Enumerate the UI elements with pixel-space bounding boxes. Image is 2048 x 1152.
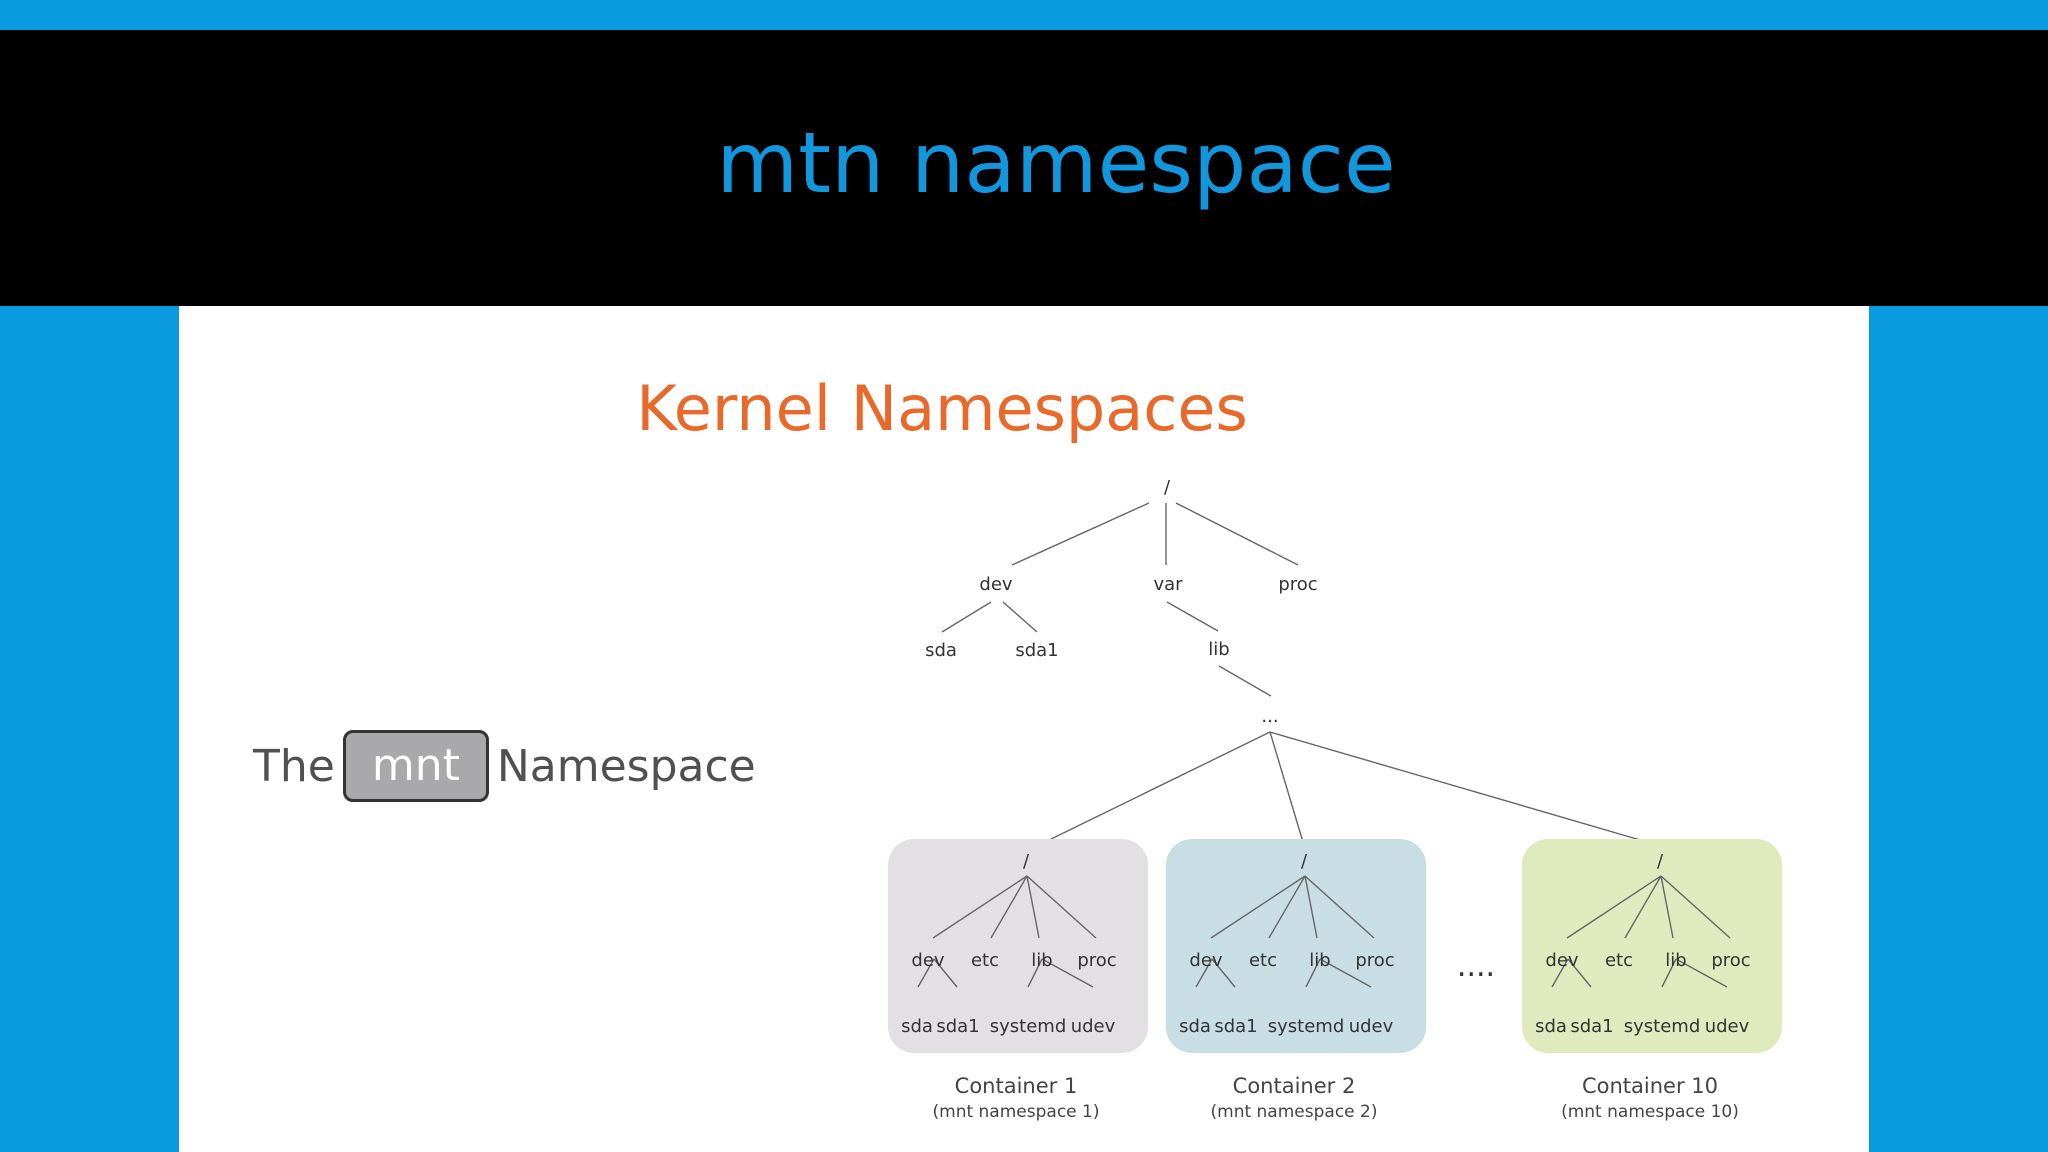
container-lib-label: lib — [1031, 950, 1052, 971]
container-sda1-label: sda1 — [1214, 1016, 1257, 1037]
container-udev-label: udev — [1349, 1016, 1394, 1037]
more-containers-dots: .... — [1457, 949, 1495, 984]
host-lib-label: lib — [1208, 639, 1229, 660]
container-sda-label: sda — [1179, 1016, 1211, 1037]
container-udev-label: udev — [1071, 1016, 1116, 1037]
host-ellipsis-label: ... — [1261, 706, 1278, 727]
diagram-title: Kernel Namespaces — [179, 366, 1869, 452]
container-lib-label: lib — [1309, 950, 1330, 971]
container-caption: Container 10 — [1582, 1074, 1718, 1098]
container-root-label: / — [1023, 851, 1030, 872]
title-bar: mtn namespace — [0, 30, 2048, 306]
container-sda-label: sda — [901, 1016, 933, 1037]
diagram-title-text: Kernel Namespaces — [636, 372, 1248, 445]
container-box — [888, 839, 1148, 1053]
host-sda-label: sda — [925, 640, 957, 661]
container-etc-label: etc — [1249, 950, 1277, 971]
container-proc-label: proc — [1711, 950, 1750, 971]
namespace-tree-diagram: / dev var proc sda sda1 lib ... .... / de… — [888, 477, 1782, 1122]
container-root-label: / — [1657, 851, 1664, 872]
container-dev-label: dev — [1189, 950, 1223, 971]
container-proc-label: proc — [1355, 950, 1394, 971]
mnt-namespace-label: The mnt Namespace — [253, 730, 756, 802]
container-dev-label: dev — [911, 950, 945, 971]
container-sda1-label: sda1 — [936, 1016, 979, 1037]
container-systemd-label: systemd — [990, 1016, 1067, 1037]
host-sda1-label: sda1 — [1015, 640, 1058, 661]
container-root-label: / — [1301, 851, 1308, 872]
container-subcaption: (mnt namespace 2) — [1211, 1102, 1378, 1122]
host-proc-label: proc — [1278, 574, 1317, 595]
mnt-badge: mnt — [342, 730, 489, 802]
container-subcaption: (mnt namespace 1) — [933, 1102, 1100, 1122]
label-prefix: The — [253, 740, 335, 792]
label-suffix: Namespace — [496, 740, 756, 792]
container-proc-label: proc — [1077, 950, 1116, 971]
slide-heading: mtn namespace — [716, 114, 1396, 212]
container-etc-label: etc — [971, 950, 999, 971]
container-dev-label: dev — [1545, 950, 1579, 971]
container-subcaption: (mnt namespace 10) — [1561, 1102, 1739, 1122]
container-systemd-label: systemd — [1268, 1016, 1345, 1037]
host-var-label: var — [1153, 574, 1183, 595]
host-tree-lines — [941, 502, 1648, 843]
container-box — [1166, 839, 1426, 1053]
host-root-label: / — [1164, 477, 1171, 498]
container-etc-label: etc — [1605, 950, 1633, 971]
container-sda1-label: sda1 — [1570, 1016, 1613, 1037]
slide-content: Kernel Namespaces The mnt Namespace / de… — [179, 306, 1869, 1152]
host-dev-label: dev — [979, 574, 1013, 595]
container-sda-label: sda — [1535, 1016, 1567, 1037]
container-box — [1522, 839, 1782, 1053]
container-caption: Container 2 — [1233, 1074, 1356, 1098]
container-systemd-label: systemd — [1624, 1016, 1701, 1037]
container-caption: Container 1 — [955, 1074, 1078, 1098]
container-udev-label: udev — [1705, 1016, 1750, 1037]
container-lib-label: lib — [1665, 950, 1686, 971]
